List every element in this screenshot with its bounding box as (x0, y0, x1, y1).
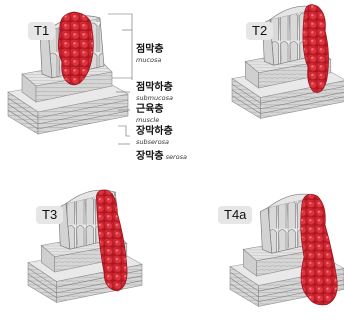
layer-en: serosa (165, 153, 188, 161)
layer-label-muscle: 근육층 muscle (136, 104, 164, 126)
layer-label-subserosa: 장막하층 subserosa (136, 126, 173, 148)
stage-label-t4a: T4a (218, 206, 253, 224)
layer-ko: 점막층 (136, 44, 164, 55)
stage-label-t1: T1 (28, 22, 56, 40)
panel-t4a-block (229, 193, 344, 307)
panel-t3-block (27, 189, 143, 303)
layer-label-submucosa: 점막하층 submucosa (136, 82, 173, 104)
panel-t1-block (7, 11, 129, 135)
layer-leader-lines (108, 13, 133, 145)
panel-t2-block (231, 4, 344, 119)
layer-ko: 장막층 (136, 151, 164, 162)
layer-ko: 점막하층 (136, 82, 173, 93)
tumor-t4a (300, 193, 338, 306)
tumor-t1 (58, 11, 94, 86)
tumor-t2 (302, 4, 329, 93)
layer-en: mucosa (136, 56, 162, 64)
stage-label-t2: T2 (246, 22, 274, 40)
layer-en: subserosa (136, 138, 170, 146)
layer-en: submucosa (136, 94, 174, 102)
layer-en: muscle (136, 116, 160, 124)
tumor-t3 (96, 189, 128, 292)
layer-ko: 장막하층 (136, 126, 173, 137)
layer-ko: 근육층 (136, 104, 164, 115)
layer-label-mucosa: 점막층 mucosa (136, 44, 164, 66)
stage-label-t3: T3 (36, 206, 64, 224)
